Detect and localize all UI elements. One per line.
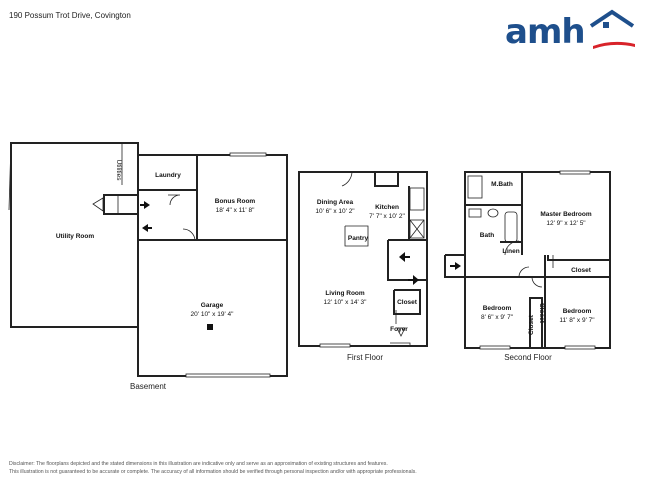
basement-details bbox=[8, 142, 271, 378]
basement-floor-label: Basement bbox=[130, 382, 167, 391]
garage-size: 20' 10" x 19' 4" bbox=[191, 311, 235, 318]
foyer-label: Foyer bbox=[390, 326, 408, 333]
bath-label: Bath bbox=[480, 232, 494, 239]
basement-stair-arrows bbox=[140, 201, 213, 330]
disclaimer-line-2: This illustration is not guaranteed to b… bbox=[9, 469, 417, 475]
kitchen-label: Kitchen bbox=[375, 204, 399, 211]
first-floor-details bbox=[319, 171, 425, 348]
linen-label: Linen bbox=[502, 248, 519, 255]
dining-area-label: Dining Area bbox=[317, 199, 354, 206]
house-roof-icon bbox=[589, 9, 635, 49]
pantry-label: Pantry bbox=[348, 235, 369, 242]
bedroom-1-size: 8' 6" x 9' 7" bbox=[481, 314, 514, 321]
property-address: 190 Possum Trot Drive, Covington bbox=[9, 11, 131, 20]
disclaimer-line-1: Disclaimer: The floorplans depicted and … bbox=[9, 461, 388, 467]
garage-label: Garage bbox=[201, 302, 224, 309]
kitchen-size: 7' 7" x 10' 2" bbox=[369, 213, 405, 220]
amh-logo: amh bbox=[505, 8, 637, 52]
first-floor-label: First Floor bbox=[347, 353, 383, 362]
first-closet-label: Closet bbox=[397, 299, 418, 306]
living-room-size: 12' 10" x 14' 3" bbox=[324, 299, 368, 306]
closet-left-label: Closet bbox=[528, 314, 535, 335]
logo-text: amh bbox=[505, 12, 586, 52]
second-floor-stair-arrows bbox=[450, 262, 461, 270]
bedroom-2-label: Bedroom bbox=[563, 308, 592, 315]
m-bath-label: M.Bath bbox=[491, 181, 513, 188]
basement-walls bbox=[10, 142, 288, 377]
bonus-room-size: 18' 4" x 11' 8" bbox=[216, 207, 255, 214]
living-room-label: Living Room bbox=[325, 290, 365, 297]
master-bedroom-size: 12' 9" x 12' 5" bbox=[546, 220, 586, 227]
utilities-label: Utilities bbox=[115, 160, 122, 182]
bonus-room-label: Bonus Room bbox=[215, 198, 256, 205]
second-closet-label: Closet bbox=[571, 267, 592, 274]
closet-right-label: Closet bbox=[538, 303, 545, 324]
second-floor-label: Second Floor bbox=[504, 353, 552, 362]
laundry-label: Laundry bbox=[155, 172, 181, 179]
bedroom-1-label: Bedroom bbox=[483, 305, 512, 312]
master-bedroom-label: Master Bedroom bbox=[540, 211, 592, 218]
second-floor-details bbox=[467, 170, 596, 350]
dining-area-size: 10' 6" x 10' 2" bbox=[315, 208, 355, 215]
bedroom-2-size: 11' 8" x 9' 7" bbox=[559, 317, 595, 324]
utility-room-label: Utility Room bbox=[56, 233, 94, 240]
first-floor-stair-arrows bbox=[399, 252, 419, 285]
